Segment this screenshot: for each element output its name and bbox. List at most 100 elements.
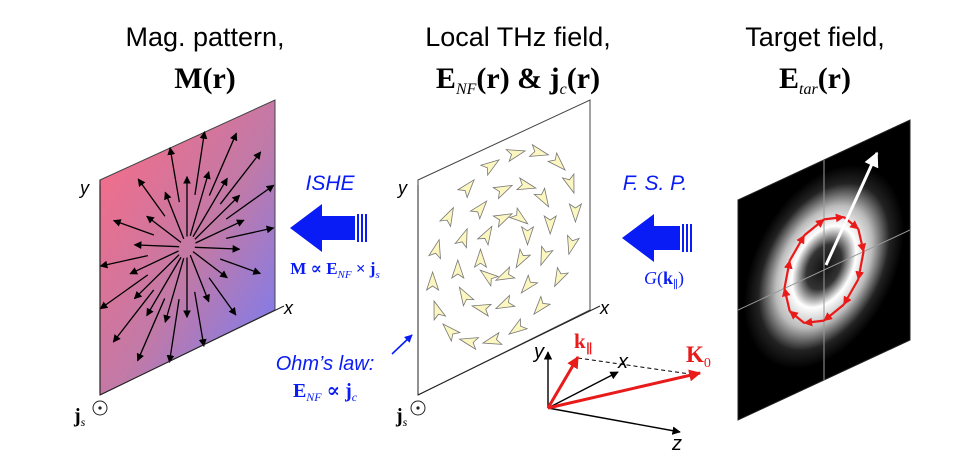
radial-arrow bbox=[146, 215, 182, 243]
radial-arrow bbox=[192, 177, 228, 238]
field-arrowhead bbox=[473, 247, 488, 269]
field-arrowhead bbox=[492, 213, 514, 228]
field-arrowhead bbox=[533, 295, 552, 316]
field-arrowhead bbox=[515, 177, 538, 191]
radial-arrow bbox=[133, 241, 180, 250]
title-left: Mag. pattern, M(r) bbox=[125, 22, 284, 95]
r-vector-label: r bbox=[882, 138, 892, 163]
k-space-axes: y x z k∥ K0 bbox=[532, 329, 711, 455]
field-arrowhead bbox=[568, 203, 583, 224]
field-arrowhead bbox=[543, 215, 557, 236]
radial-arrow bbox=[208, 277, 237, 316]
radial-arrow-field bbox=[99, 130, 275, 364]
ishe-transfer: ISHE M ∝ ENF × js bbox=[290, 172, 380, 281]
local-field-panel bbox=[417, 99, 591, 396]
ring-arrow bbox=[803, 317, 825, 327]
radial-arrow bbox=[194, 130, 208, 195]
field-arrowhead bbox=[481, 331, 503, 345]
radial-arrow bbox=[129, 250, 179, 275]
field-arrowhead bbox=[442, 323, 462, 343]
title-left-line1: Mag. pattern, bbox=[125, 22, 284, 52]
field-arrowhead bbox=[492, 184, 514, 200]
field-arrowhead bbox=[451, 258, 465, 279]
left-y-axis-label: y bbox=[78, 178, 90, 198]
radial-arrow bbox=[112, 219, 155, 236]
field-arrowhead bbox=[438, 206, 454, 228]
title-right: Target field, Etar(r) bbox=[745, 22, 885, 98]
radial-arrow bbox=[219, 151, 262, 205]
ring-arrow bbox=[783, 259, 793, 289]
radial-arrow bbox=[163, 258, 185, 324]
title-left-line2: M(r) bbox=[174, 62, 236, 95]
title-right-line1: Target field, bbox=[745, 22, 885, 52]
radial-arrow bbox=[194, 291, 207, 347]
field-arrowhead bbox=[479, 159, 501, 177]
field-arrowhead bbox=[520, 225, 535, 247]
ring-arrow bbox=[857, 228, 867, 253]
k-y-axis-label: y bbox=[532, 341, 545, 363]
title-right-line2: Etar(r) bbox=[779, 62, 851, 98]
radial-arrow bbox=[136, 298, 166, 362]
radial-arrow bbox=[112, 289, 155, 343]
field-arrowhead bbox=[458, 286, 475, 307]
fsp-label: F. S. P. bbox=[623, 172, 688, 195]
m-relation: M ∝ ENF × js bbox=[290, 259, 380, 281]
ohms-law: Ohm’s law: ENF ∝ jc bbox=[276, 334, 413, 404]
ring-arrow bbox=[823, 303, 845, 322]
radial-arrow bbox=[194, 244, 241, 253]
field-arrowhead bbox=[427, 238, 441, 260]
k0-arrow bbox=[547, 369, 702, 410]
field-arrowhead bbox=[458, 337, 480, 351]
field-arrowhead bbox=[470, 303, 493, 317]
ohm-relation: ENF ∝ jc bbox=[293, 380, 358, 404]
radial-arrow bbox=[192, 251, 228, 279]
ishe-label: ISHE bbox=[305, 172, 355, 195]
field-arrowhead bbox=[561, 172, 575, 195]
field-arrowhead bbox=[528, 143, 550, 157]
k-parallel-arrow bbox=[546, 355, 580, 409]
radial-arrow bbox=[219, 258, 262, 275]
k-z-axis-label: z bbox=[671, 433, 682, 455]
ring-arrow bbox=[842, 278, 860, 306]
middle-js-indicator: js bbox=[395, 400, 426, 429]
left-axes: y x bbox=[78, 178, 294, 396]
field-arrowhead bbox=[508, 206, 529, 225]
radial-arrow bbox=[189, 170, 211, 236]
title-middle-line1: Local THz field, bbox=[425, 22, 611, 52]
big-left-arrow-icon bbox=[290, 204, 367, 252]
field-arrowhead bbox=[454, 227, 468, 249]
field-arrowhead bbox=[520, 274, 539, 294]
field-arrowhead bbox=[494, 294, 516, 310]
field-arrowhead bbox=[476, 225, 493, 247]
ring-arrow bbox=[855, 251, 865, 281]
field-arrowhead bbox=[507, 317, 529, 335]
field-arrowhead bbox=[554, 266, 570, 288]
field-arrowhead bbox=[515, 247, 532, 269]
field-arrowhead bbox=[533, 187, 550, 208]
radial-arrow bbox=[99, 254, 148, 269]
radial-arrow bbox=[146, 256, 182, 317]
radial-arrow bbox=[189, 254, 210, 303]
magnetization-panel bbox=[99, 99, 276, 396]
field-arrowhead bbox=[494, 266, 516, 281]
ring-arrow bbox=[823, 213, 845, 223]
radial-arrow bbox=[99, 274, 149, 310]
radial-arrow bbox=[195, 219, 245, 244]
radial-arrow bbox=[208, 132, 238, 196]
middle-x-axis-label: x bbox=[599, 298, 610, 318]
ring-arrow bbox=[781, 287, 791, 312]
field-arrowhead bbox=[479, 269, 500, 288]
left-js-label: js bbox=[73, 405, 86, 429]
r-vector-arrow bbox=[824, 151, 879, 266]
field-arrowhead bbox=[505, 149, 527, 163]
field-arrowhead bbox=[456, 178, 475, 199]
big-left-arrow-icon bbox=[622, 214, 692, 262]
k0-label: K0 bbox=[686, 342, 711, 371]
radial-arrow bbox=[194, 194, 241, 240]
k-parallel-label: k∥ bbox=[574, 329, 593, 356]
ring-arrow bbox=[803, 218, 825, 237]
radial-arrow bbox=[137, 178, 166, 217]
radial-arrow bbox=[164, 191, 185, 240]
field-arrowhead bbox=[546, 151, 566, 171]
